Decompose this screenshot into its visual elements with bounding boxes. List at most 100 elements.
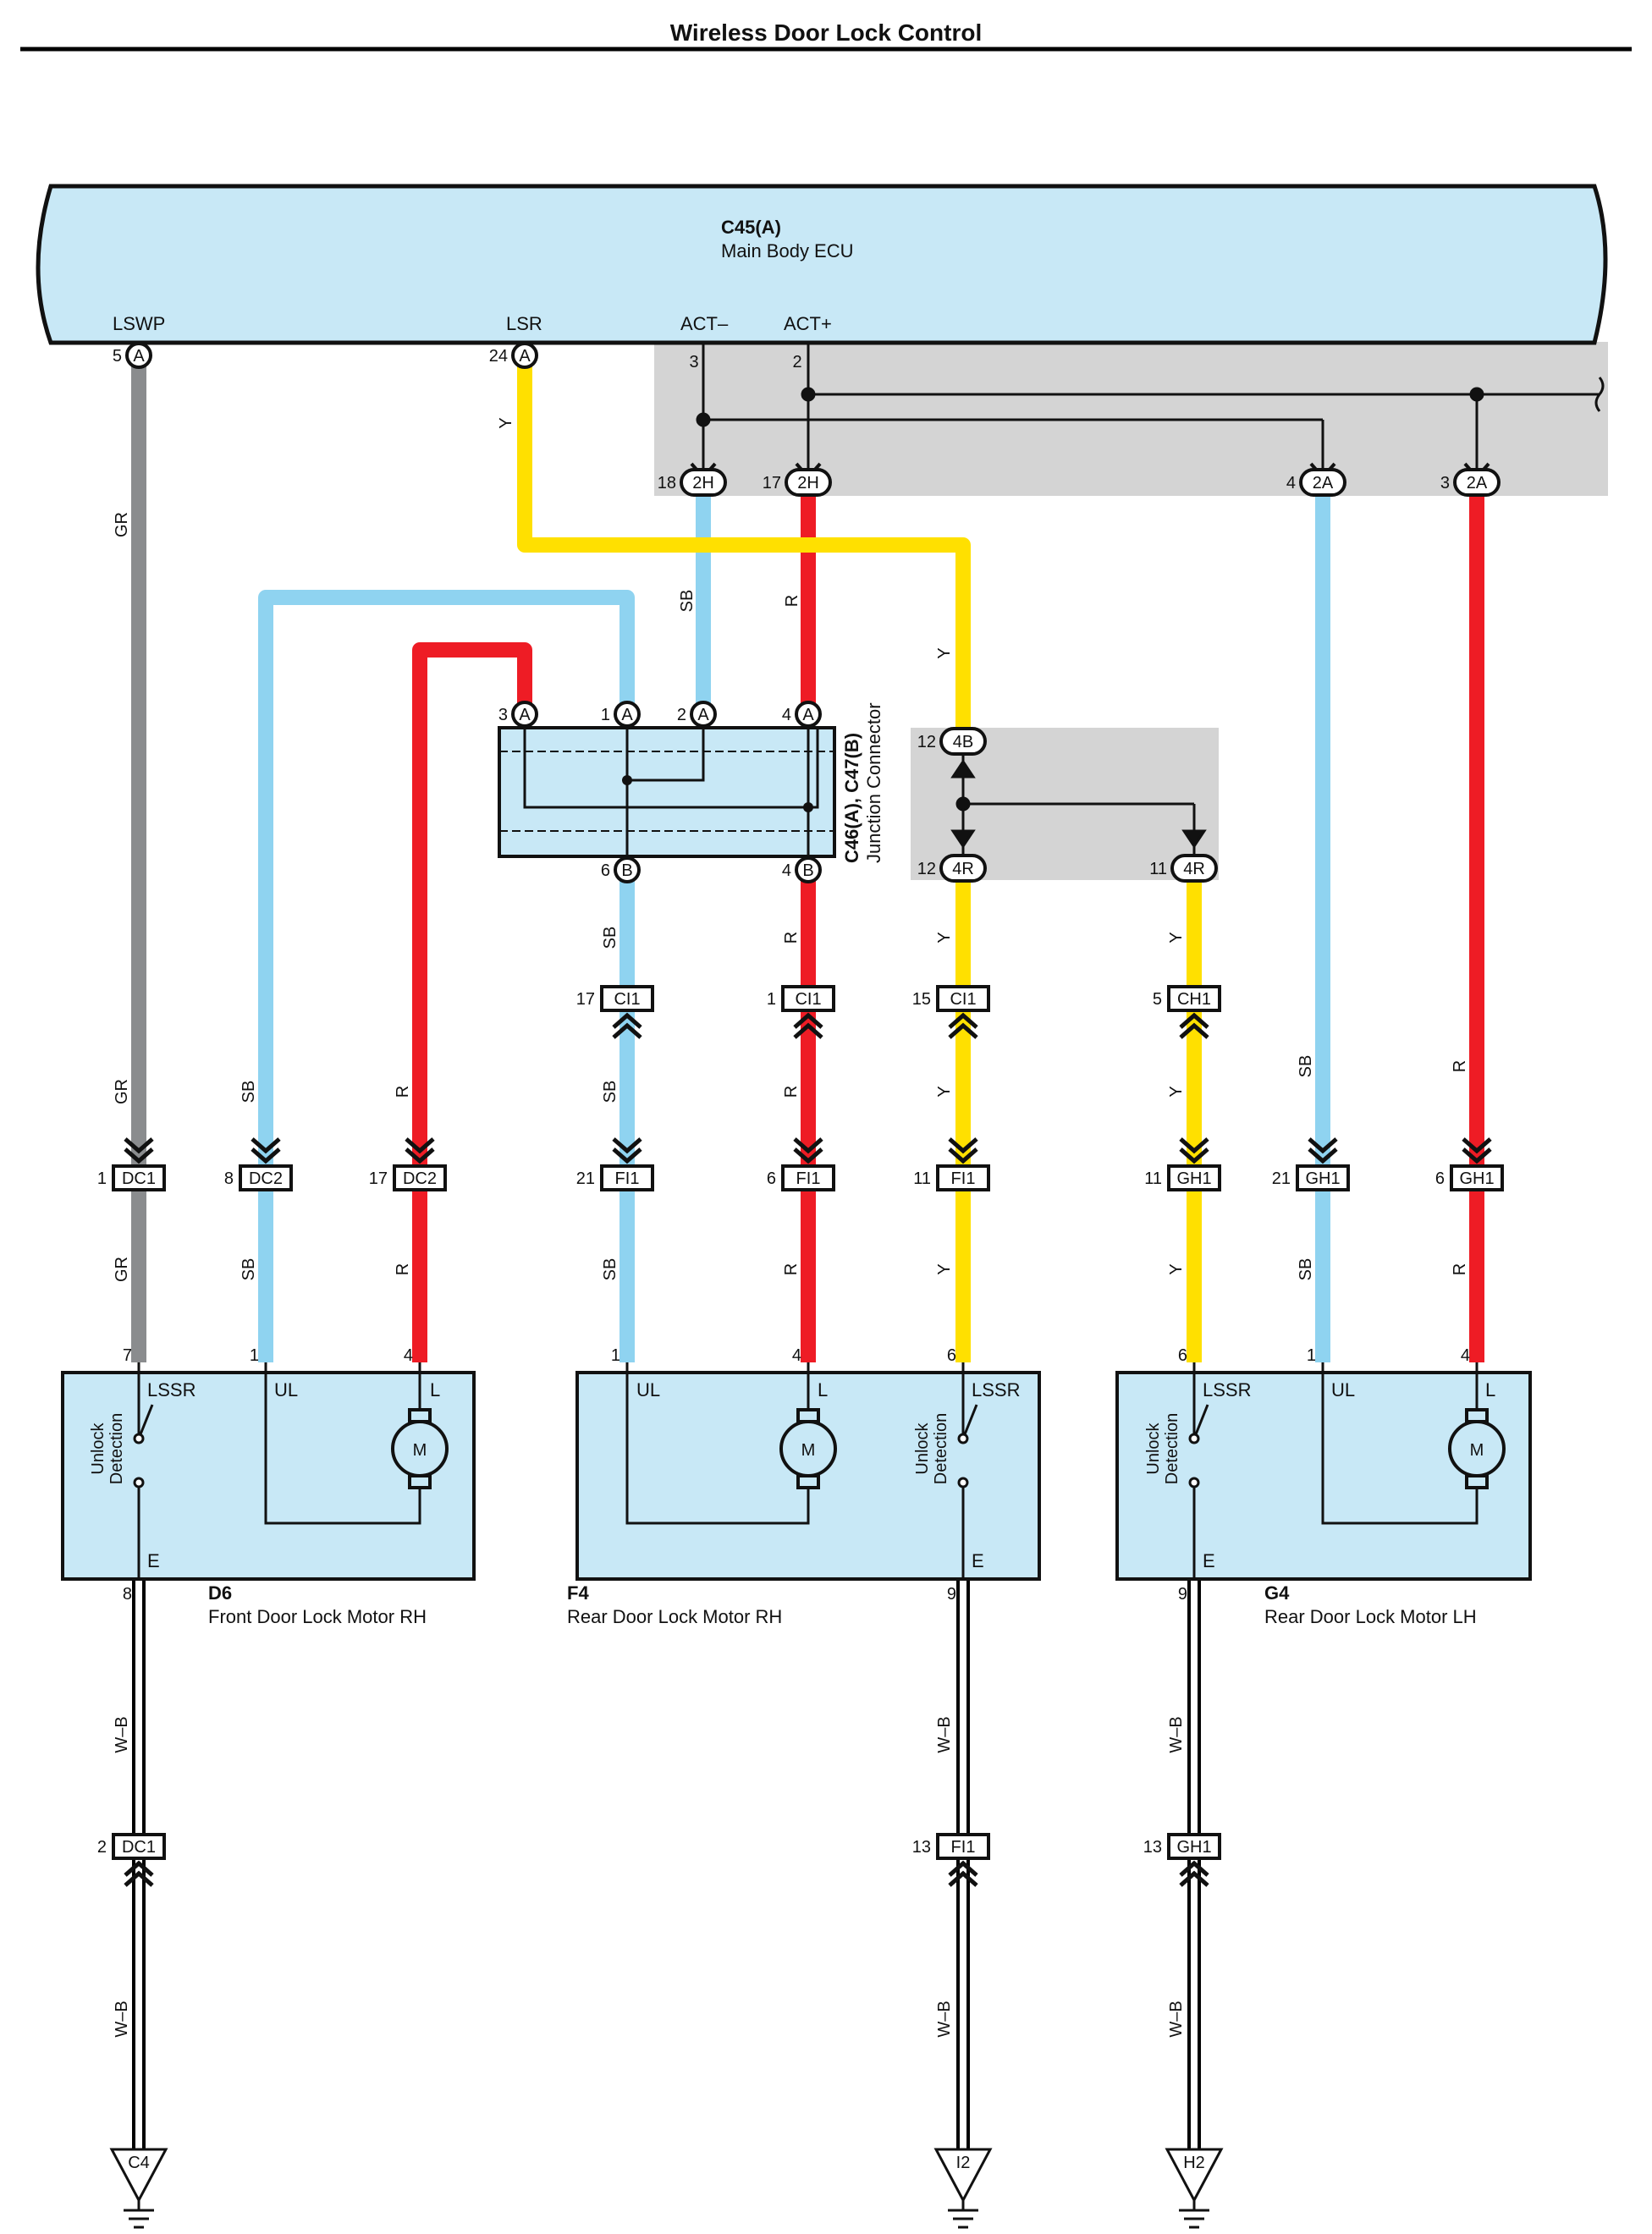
junction-pin-a-2-pin: 2 [677, 706, 686, 724]
g4-pin-0: 6 [1178, 1346, 1187, 1365]
junction-pin-b-1-letter: B [802, 861, 813, 880]
f4-term-e: E [972, 1550, 984, 1571]
d6-detection: Detection [107, 1413, 126, 1485]
junction-name: Junction Connector [863, 702, 884, 863]
terminal-lswp-pin: 5 [113, 347, 122, 366]
connector-fi1-21: FI1 21 [576, 1137, 654, 1191]
connector-2h-17-name: 2H [797, 474, 819, 492]
connector-4r-11-name: 4R [1183, 860, 1205, 878]
wire-label-gr-3: GR [113, 1257, 131, 1282]
connector-2a-4: 2A4 [1286, 468, 1346, 497]
connector-fi1-11-name: FI1 [951, 1169, 976, 1188]
connector-ch1-5: CH1 5 [1153, 985, 1221, 1039]
wire-label-r-3: R [394, 1263, 412, 1275]
ground-label-c4: C4 [128, 2154, 150, 2172]
f4-motor-m-0: M [801, 1441, 816, 1460]
wire-label-sb-5: SB [601, 1081, 620, 1103]
wire-label-y-3: Y [935, 932, 954, 943]
junction-id: C46(A), C47(B) [841, 733, 862, 863]
wire-label-sb-2: SB [240, 1081, 258, 1103]
junction-pin-a-1: A1 [601, 701, 641, 728]
connector-gh1-21-pin: 21 [1272, 1169, 1291, 1188]
f4-name: Rear Door Lock Motor RH [567, 1606, 782, 1627]
page-title: Wireless Door Lock Control [670, 19, 982, 46]
connector-ch1-5-name: CH1 [1177, 990, 1211, 1009]
connector-dc2-17-name: DC2 [403, 1169, 437, 1188]
junction-connector: C46(A), C47(B) Junction Connector [498, 702, 884, 863]
connector-fi1-13-pin: 13 [912, 1838, 931, 1857]
connector-gh1-11-name: GH1 [1176, 1169, 1211, 1188]
d6-pin-1: 1 [250, 1346, 259, 1365]
connector-4b-12-name: 4B [953, 733, 973, 751]
d6-term-lssr: LSSR [147, 1379, 195, 1400]
connector-dc2-17-pin: 17 [369, 1169, 388, 1188]
g4-name: Rear Door Lock Motor LH [1264, 1606, 1477, 1627]
f4-pin-3: 9 [947, 1585, 956, 1604]
g4-term-lssr: LSSR [1203, 1379, 1251, 1400]
d6-id: D6 [208, 1582, 232, 1604]
terminal-lsr: A24 [489, 342, 538, 369]
wire-label-r-1: R [783, 595, 801, 607]
d6-unlock: Unlock [89, 1422, 107, 1474]
wire-label-y-6: Y [1167, 932, 1186, 943]
connector-dc1-1-name: DC1 [122, 1169, 156, 1188]
junction-pin-b-1: B4 [782, 856, 822, 883]
junction-pin-b-1-pin: 4 [782, 861, 791, 880]
connector-4r-12-pin: 12 [917, 860, 936, 878]
g4-pin-3: 9 [1178, 1585, 1187, 1604]
f4-pin-0: 1 [611, 1346, 620, 1365]
wire-label-y-7: Y [1167, 1086, 1186, 1097]
connector-2a-4-pin: 4 [1286, 474, 1296, 492]
wire-label-wb-5: W–B [1167, 1716, 1186, 1753]
wire-label-r-2: R [394, 1086, 412, 1098]
wire-label-y-8: Y [1167, 1263, 1186, 1274]
wire-label-wb-3: W–B [935, 1716, 954, 1753]
wire-label-y-1: Y [497, 417, 515, 428]
wire-sb-dc2 [258, 590, 635, 1362]
f4-id: F4 [567, 1582, 589, 1604]
connector-2h-17-pin: 17 [763, 474, 781, 492]
connector-fi1-21-pin: 21 [576, 1169, 595, 1188]
connector-2h-17: 2H 17 [763, 468, 832, 497]
d6-term-l: L [430, 1379, 440, 1400]
wire-label-wb-2: W–B [113, 2000, 131, 2037]
connector-dc1-2-name: DC1 [122, 1838, 156, 1857]
y-splice [950, 753, 1207, 855]
ecu-terminal-act-plus: ACT+ [784, 313, 832, 334]
main-body-ecu: C45(A) Main Body ECU LSWP LSR ACT– ACT+ [36, 184, 1608, 345]
ecu-terminal-lswp: LSWP [113, 313, 165, 334]
g4-term-l: L [1485, 1379, 1495, 1400]
f4-unlock: Unlock [913, 1422, 932, 1474]
wire-label-y-4: Y [935, 1086, 954, 1097]
connector-2a-3-pin: 3 [1440, 474, 1450, 492]
wire-label-sb-4: SB [601, 927, 620, 949]
wire-label-wb-6: W–B [1167, 2000, 1186, 2037]
d6-pin-2: 4 [404, 1346, 413, 1365]
connector-ch1-5-pin: 5 [1153, 990, 1162, 1009]
connector-2a-3: 2A3 [1440, 468, 1501, 497]
connector-ci1-15-name: CI1 [950, 990, 976, 1009]
g4-term-e: E [1203, 1550, 1215, 1571]
connector-fi1-21-name: FI1 [615, 1169, 640, 1188]
wire-label-r-5: R [782, 1086, 801, 1098]
connector-fi1-6-pin: 6 [767, 1169, 776, 1188]
f4-term-ul: UL [636, 1379, 660, 1400]
junction-pin-a-2-letter: A [697, 706, 709, 724]
wire-label-sb-7: SB [1297, 1055, 1315, 1078]
ground-symbols [109, 2148, 1224, 2229]
g4-motor-m-0: M [1470, 1441, 1484, 1460]
connector-fi1-13-name: FI1 [951, 1838, 976, 1857]
junction-pin-a-3-letter: A [802, 706, 814, 724]
connector-gh1-6-pin: 6 [1435, 1169, 1445, 1188]
ground-wires [132, 1579, 1201, 2149]
g4-pin-2: 4 [1461, 1346, 1470, 1365]
